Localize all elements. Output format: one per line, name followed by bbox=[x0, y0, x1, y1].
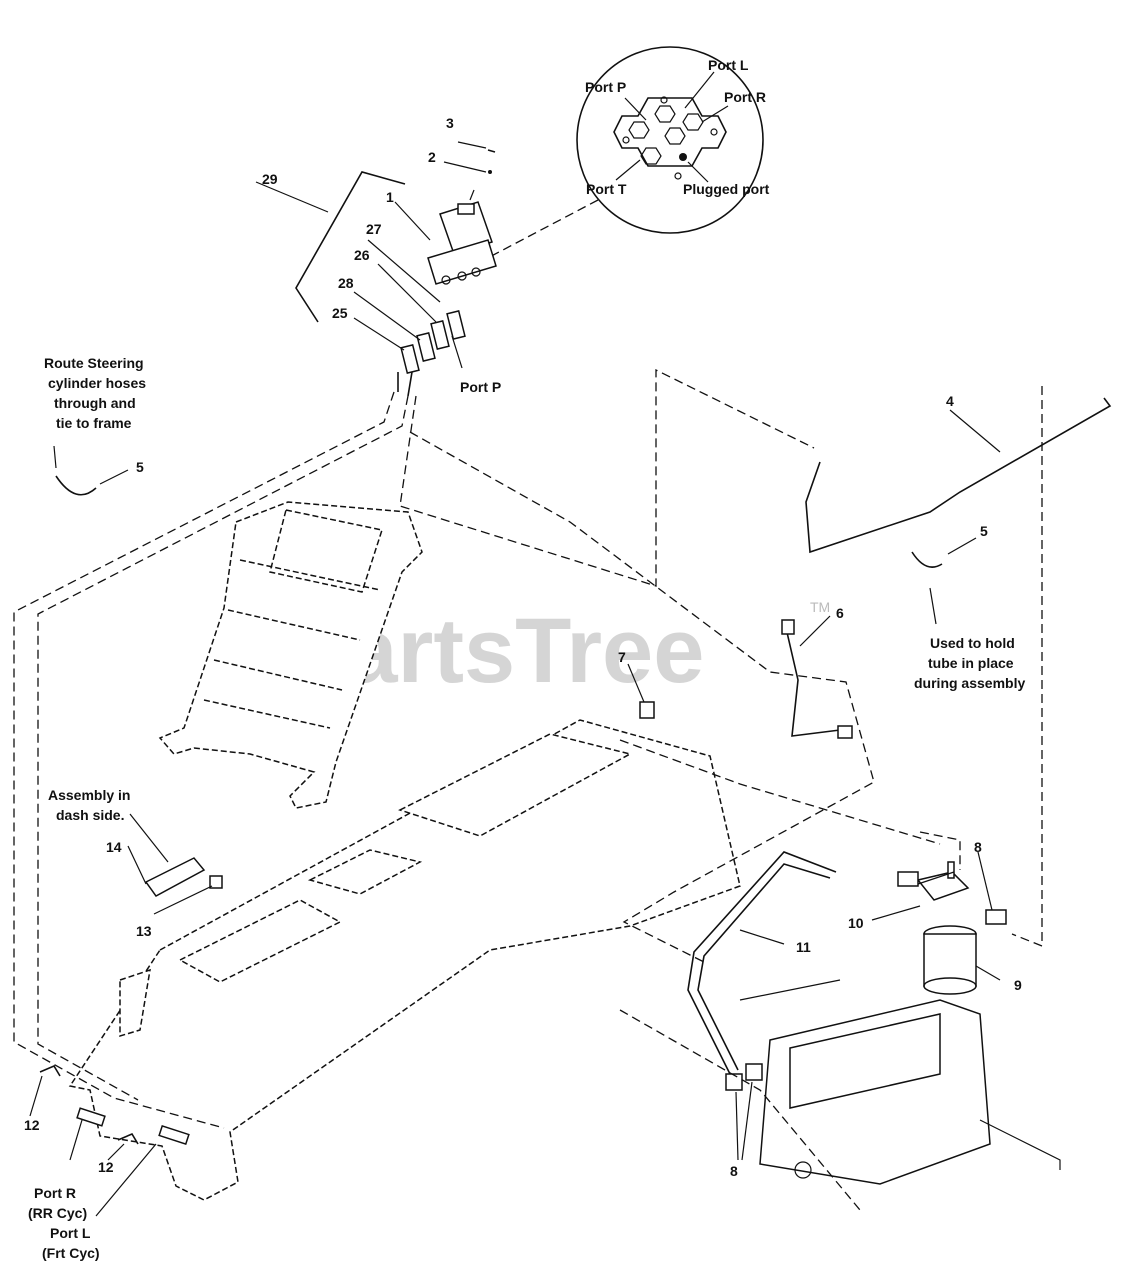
fitting-port-l bbox=[158, 1124, 190, 1146]
port-l-label: Port L bbox=[708, 57, 749, 73]
callout-numbers: 3 2 1 29 27 26 28 25 4 5 5 6 7 14 13 8 1… bbox=[24, 115, 1022, 1179]
callout-8-lower: 8 bbox=[730, 1163, 738, 1179]
callout-1: 1 bbox=[386, 189, 394, 205]
note-used-to-hold: Used to hold tube in place during assemb… bbox=[914, 635, 1025, 691]
callout-6: 6 bbox=[836, 605, 844, 621]
port-r-label: Port R bbox=[724, 89, 766, 105]
svg-text:tube in place: tube in place bbox=[928, 655, 1014, 671]
fitting-8-lower-b bbox=[745, 1063, 763, 1081]
dash-frame bbox=[158, 501, 423, 809]
note-port-p: Port P bbox=[460, 379, 501, 395]
leader-lines bbox=[29, 141, 1001, 1217]
svg-text:(RR Cyc): (RR Cyc) bbox=[28, 1205, 87, 1221]
callout-10: 10 bbox=[848, 915, 864, 931]
tube-6-fitting-top bbox=[781, 619, 795, 635]
detail-leader-line bbox=[479, 199, 599, 263]
callout-5-left: 5 bbox=[136, 459, 144, 475]
note-assembly-in-dash: Assembly in dash side. bbox=[48, 787, 130, 823]
svg-text:during assembly: during assembly bbox=[914, 675, 1025, 691]
svg-text:Used to hold: Used to hold bbox=[930, 635, 1015, 651]
fitting-8-upper-left bbox=[897, 871, 919, 887]
washer-2 bbox=[488, 170, 492, 174]
transmission bbox=[739, 979, 1061, 1185]
tube-6-fitting-bottom bbox=[837, 725, 853, 739]
note-route-steering: Route Steering cylinder hoses through an… bbox=[44, 355, 146, 431]
port-t-label: Port T bbox=[586, 181, 627, 197]
svg-text:(Frt Cyc): (Frt Cyc) bbox=[42, 1245, 100, 1261]
clamp-5-right bbox=[911, 551, 943, 568]
fitting-8-lower-a bbox=[725, 1073, 743, 1091]
port-p-label: Port P bbox=[585, 79, 626, 95]
svg-text:Route Steering: Route Steering bbox=[44, 355, 144, 371]
svg-text:Assembly in: Assembly in bbox=[48, 787, 130, 803]
callout-4: 4 bbox=[946, 393, 954, 409]
elbow-12-right bbox=[117, 1132, 139, 1145]
svg-text:Port L: Port L bbox=[50, 1225, 91, 1241]
note-port-l: Port L (Frt Cyc) bbox=[42, 1225, 100, 1261]
callout-5-right: 5 bbox=[980, 523, 988, 539]
main-frame bbox=[68, 719, 741, 1201]
bracket-14 bbox=[144, 857, 206, 897]
plugged-port-dot bbox=[679, 153, 687, 161]
callout-7: 7 bbox=[618, 649, 626, 665]
cap-7 bbox=[639, 701, 655, 719]
bracket-29 bbox=[295, 171, 406, 323]
callout-25: 25 bbox=[332, 305, 348, 321]
callout-9: 9 bbox=[1014, 977, 1022, 993]
hose-fittings bbox=[397, 310, 466, 397]
callout-8-upper: 8 bbox=[974, 839, 982, 855]
fitting-8-upper-right bbox=[985, 909, 1007, 925]
note-port-r: Port R (RR Cyc) bbox=[28, 1185, 87, 1221]
callout-12-right: 12 bbox=[98, 1159, 114, 1175]
callout-29: 29 bbox=[262, 171, 278, 187]
port-detail-view: Port P Port L Port R Port T Plugged port bbox=[576, 46, 770, 234]
callout-11: 11 bbox=[796, 939, 811, 955]
hose-11 bbox=[697, 863, 831, 1071]
callout-26: 26 bbox=[354, 247, 370, 263]
callout-28: 28 bbox=[338, 275, 354, 291]
callout-13: 13 bbox=[136, 923, 152, 939]
clamp-5-left bbox=[55, 475, 97, 496]
callout-2: 2 bbox=[428, 149, 436, 165]
callout-14: 14 bbox=[106, 839, 122, 855]
bolt-13 bbox=[209, 875, 223, 889]
callout-12-left: 12 bbox=[24, 1117, 40, 1133]
routing-lines bbox=[13, 368, 1043, 1211]
svg-text:dash side.: dash side. bbox=[56, 807, 124, 823]
tube-6 bbox=[785, 627, 841, 737]
oil-filter bbox=[923, 925, 977, 995]
fitting-port-r bbox=[76, 1107, 106, 1127]
svg-text:through and: through and bbox=[54, 395, 136, 411]
svg-text:cylinder hoses: cylinder hoses bbox=[48, 375, 146, 391]
elbow-12-left bbox=[39, 1064, 61, 1077]
tube-4 bbox=[805, 397, 1112, 554]
hose-11-outer bbox=[687, 851, 837, 1075]
svg-text:tie to frame: tie to frame bbox=[56, 415, 132, 431]
steering-valve bbox=[427, 189, 497, 285]
callout-27: 27 bbox=[366, 221, 382, 237]
plugged-port-label: Plugged port bbox=[683, 181, 770, 197]
svg-text:Port R: Port R bbox=[34, 1185, 76, 1201]
filter-head bbox=[916, 861, 970, 901]
callout-3: 3 bbox=[446, 115, 454, 131]
watermark-trademark: TM bbox=[810, 599, 830, 615]
screw-3 bbox=[487, 149, 496, 153]
